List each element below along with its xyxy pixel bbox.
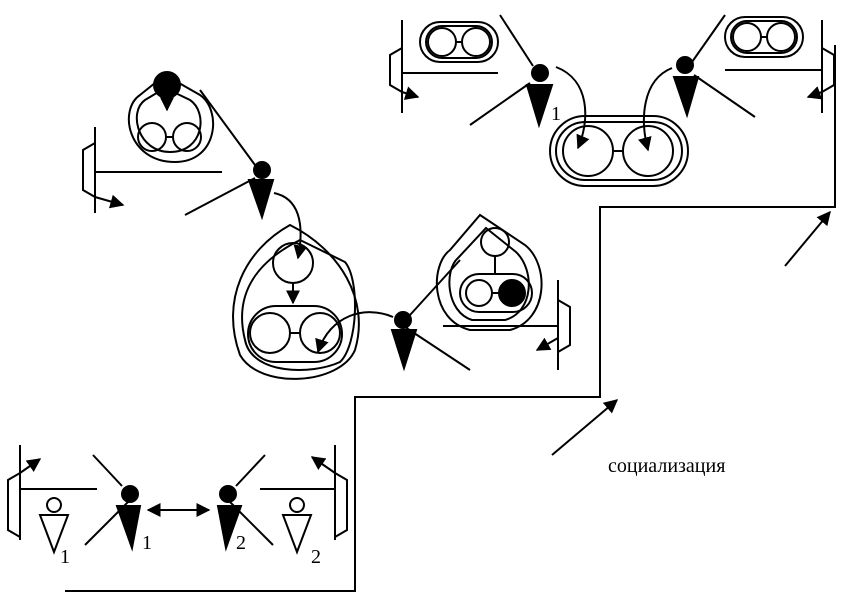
figure-body [674, 77, 698, 115]
figure-body [249, 180, 273, 217]
figure-head [254, 162, 270, 178]
figure-head [677, 57, 693, 73]
subscript-label: 2 [311, 546, 321, 568]
center-teardrop-group [233, 225, 393, 379]
top-left-group [390, 15, 585, 148]
figure-head [122, 486, 138, 502]
figure-head [395, 312, 411, 328]
black-circle [499, 280, 525, 306]
figure-head [220, 486, 236, 502]
subscript-label: 1 [142, 532, 152, 554]
middle-left-group [83, 72, 301, 258]
figure-body [117, 506, 140, 548]
figure-head [532, 65, 548, 81]
black-circle [154, 72, 180, 98]
subscript-label: 1 [60, 546, 70, 568]
top-center-pill [550, 116, 688, 186]
subscript-label: 1 [551, 103, 561, 125]
step-arrow-1 [552, 400, 617, 455]
figure-body [527, 85, 552, 125]
step-arrow-2 [785, 212, 830, 266]
bottom-left-group [8, 445, 347, 552]
caption-label: социализация [608, 455, 725, 477]
figure-body [392, 330, 416, 368]
middle-right-group [392, 215, 570, 370]
subscript-label: 2 [236, 532, 246, 554]
